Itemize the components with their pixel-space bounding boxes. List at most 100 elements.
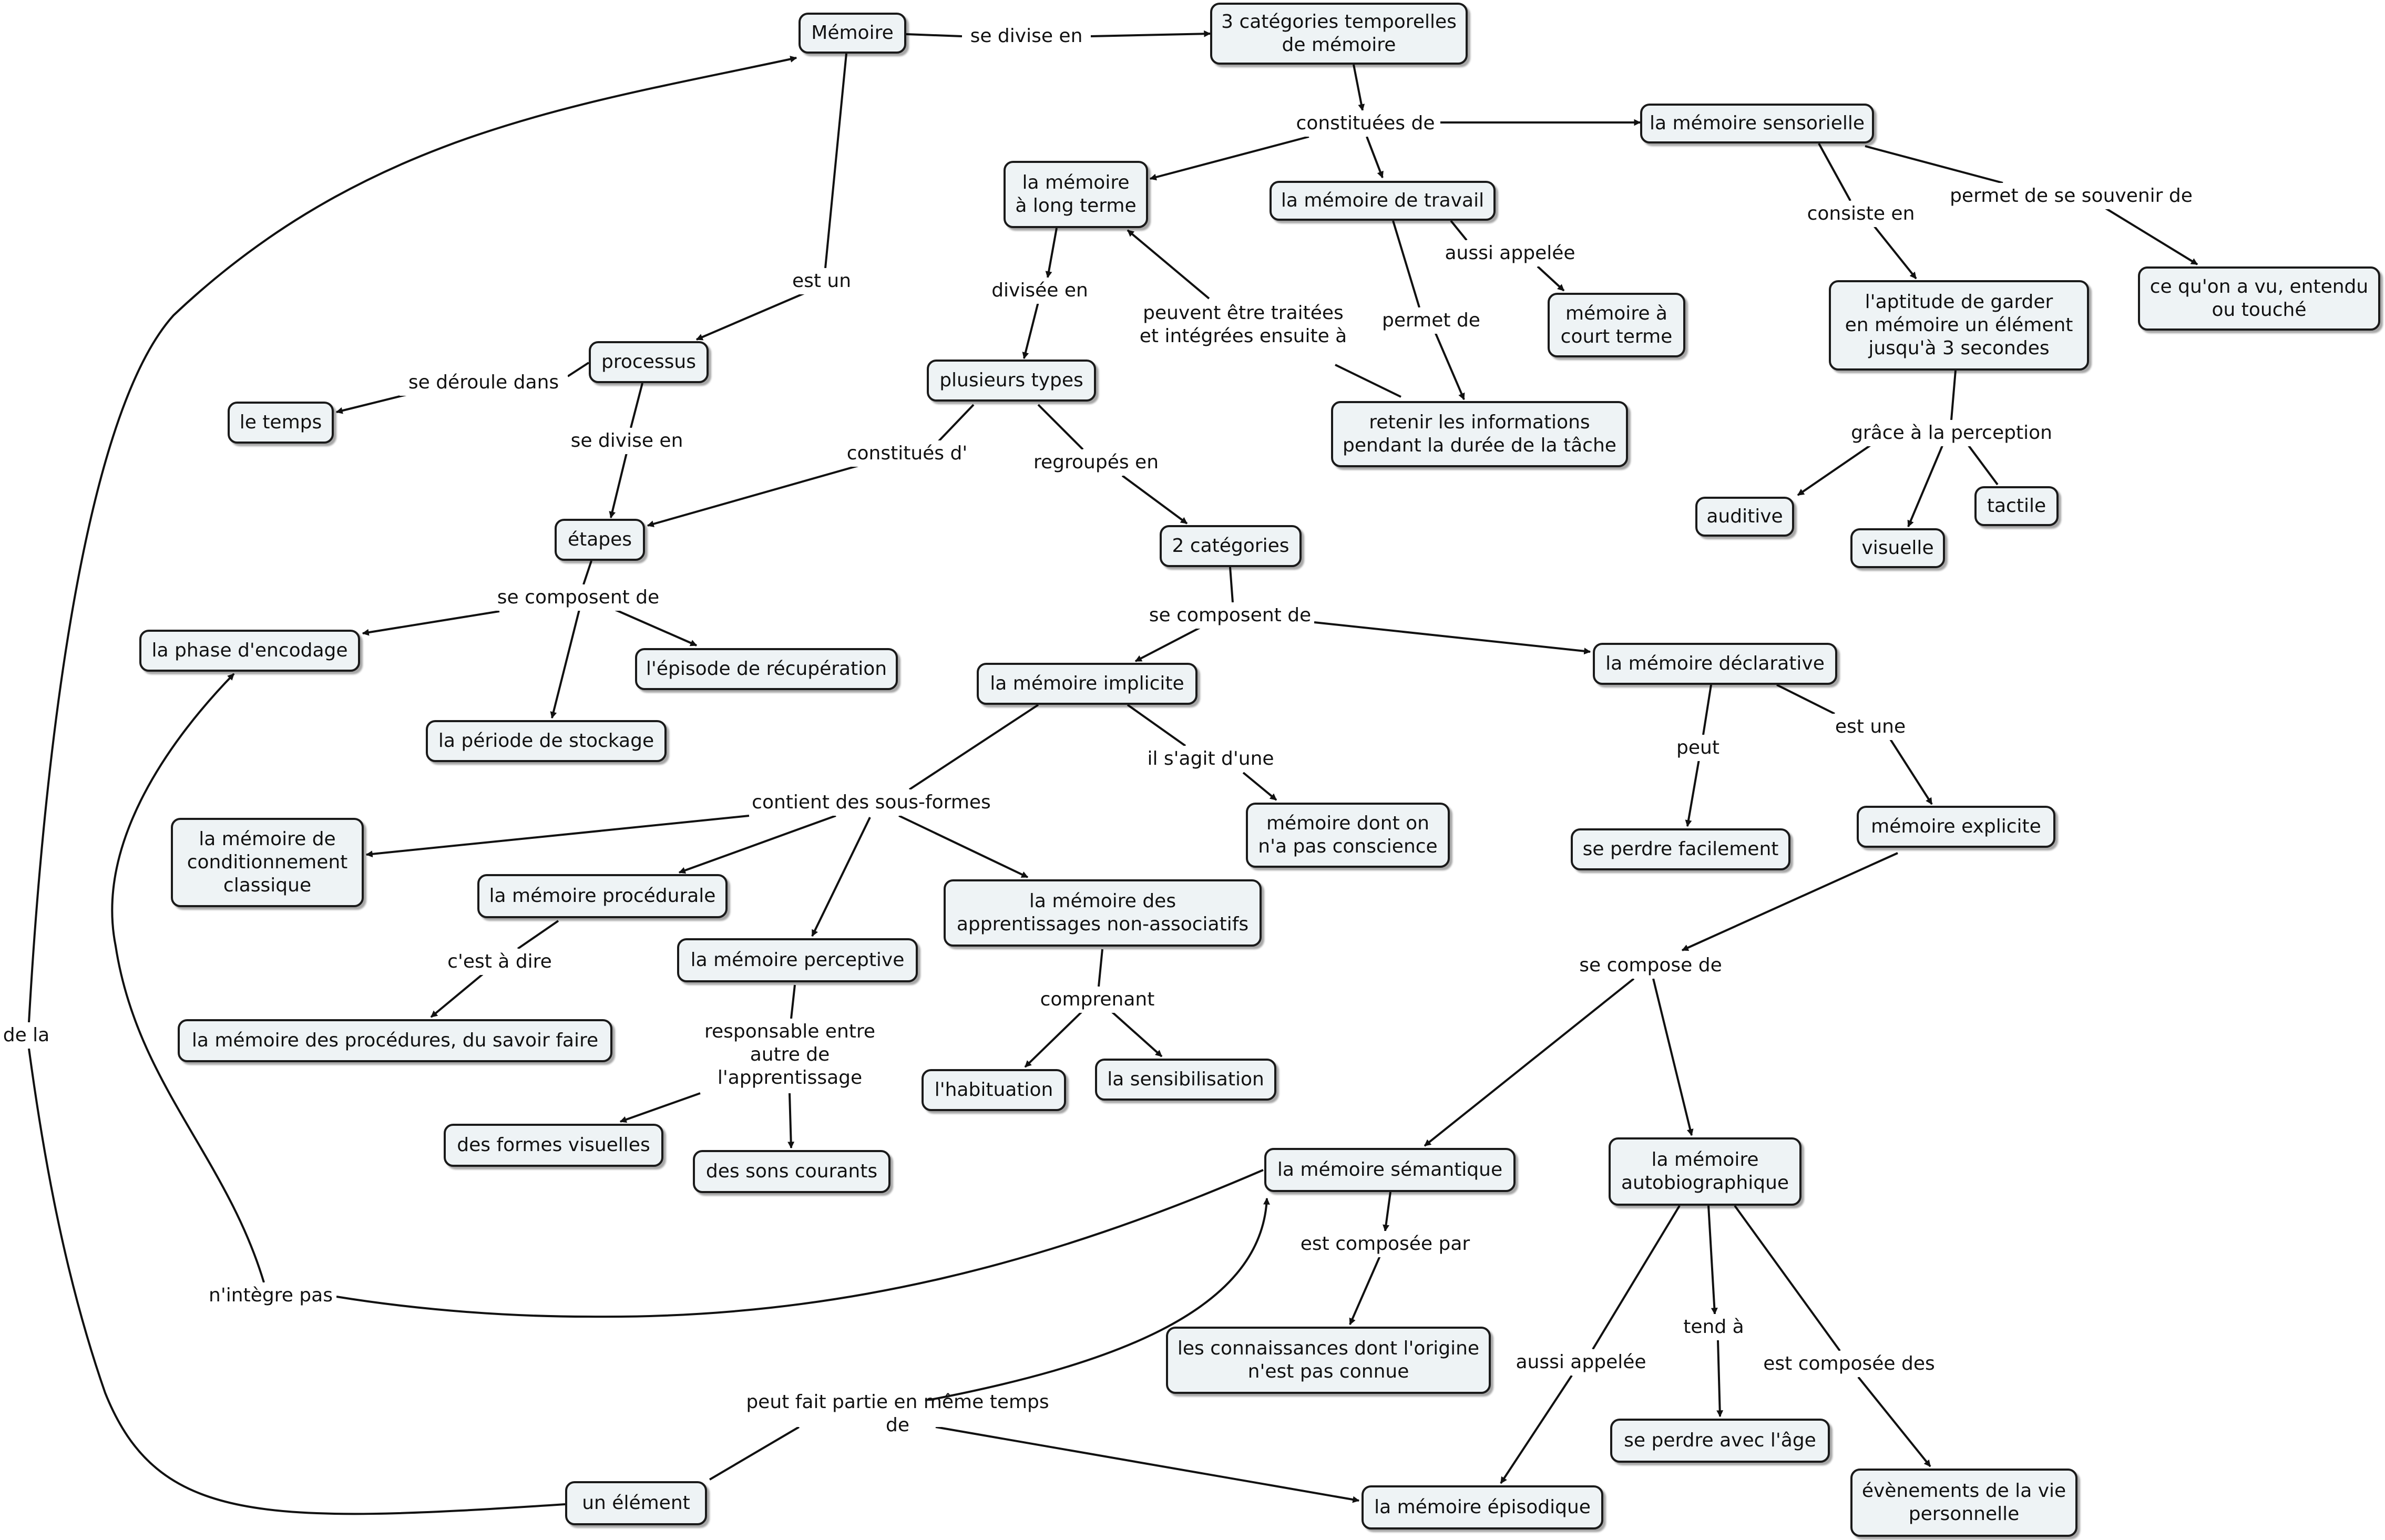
edge-declarative-to-peut bbox=[1702, 684, 1712, 735]
edge-de-la-to-memoire bbox=[28, 56, 797, 1023]
edge-deux-categories-to-se-composent-2 bbox=[1229, 567, 1234, 603]
link-permet-de-se-souvenir-de: permet de se souvenir de bbox=[1945, 183, 2197, 209]
edge-categories-to-constituees bbox=[1353, 64, 1365, 111]
concept-tactile[interactable]: tactile bbox=[1974, 486, 2059, 526]
edge-comprenant-to-habituation bbox=[1024, 1011, 1083, 1068]
link-peut-fait-partie: peut fait partie en même temps de bbox=[733, 1391, 1062, 1436]
link-permet-de: permet de bbox=[1375, 307, 1488, 334]
link-aussi-appelee-2: aussi appelée bbox=[1509, 1349, 1653, 1375]
concept-memoire[interactable]: Mémoire bbox=[799, 13, 906, 54]
concept-memoire-autobiographique[interactable]: la mémoire autobiographique bbox=[1609, 1137, 1801, 1206]
edge-responsable-to-formes bbox=[619, 1092, 701, 1123]
concept-procedures-savoir-faire[interactable]: la mémoire des procédures, du savoir fai… bbox=[178, 1019, 612, 1062]
concept-memoire-episodique[interactable]: la mémoire épisodique bbox=[1362, 1485, 1603, 1529]
edge-tend-to-se-perdre-age bbox=[1716, 1340, 1724, 1418]
concept-evenements-vie[interactable]: évènements de la vie personnelle bbox=[1850, 1469, 2077, 1537]
edge-se-composent-to-episode bbox=[615, 609, 698, 646]
concept-ce-quon-a-vu[interactable]: ce qu'on a vu, entendu ou touché bbox=[2138, 266, 2380, 331]
edge-peut-fait-to-episodique bbox=[935, 1426, 1360, 1503]
edge-implicite-to-contient bbox=[908, 704, 1039, 790]
edge-est-composee-par-to-connaissances bbox=[1349, 1256, 1381, 1326]
edge-grace-to-auditive bbox=[1797, 444, 1872, 496]
concept-memoire-implicite[interactable]: la mémoire implicite bbox=[977, 663, 1197, 705]
concept-categories-temporelles[interactable]: 3 catégories temporelles de mémoire bbox=[1210, 3, 1468, 65]
edge-peuvent-to-long-terme bbox=[1127, 229, 1210, 300]
concept-memoire-long-terme[interactable]: la mémoire à long terme bbox=[1004, 161, 1148, 228]
concept-episode-recuperation[interactable]: l'épisode de récupération bbox=[635, 648, 898, 690]
concept-conditionnement-classique[interactable]: la mémoire de conditionnement classique bbox=[171, 818, 364, 907]
edge-constituees-to-travail bbox=[1366, 136, 1384, 179]
concept-etapes[interactable]: étapes bbox=[555, 519, 645, 561]
edge-se-composent-to-periode bbox=[550, 609, 580, 719]
edge-procedurale-to-cest bbox=[517, 920, 559, 950]
concept-le-temps[interactable]: le temps bbox=[228, 402, 334, 444]
edge-autobiographique-to-est-composee-des bbox=[1734, 1205, 1841, 1352]
link-il-sagit-dune: il s'agit d'une bbox=[1140, 746, 1282, 772]
link-grace-a-la-perception: grâce à la perception bbox=[1843, 420, 2061, 446]
edge-constituees-to-long-terme bbox=[1149, 136, 1309, 181]
edge-divisee-to-plusieurs bbox=[1022, 302, 1039, 360]
edge-autobiographique-to-aussi-2 bbox=[1592, 1205, 1681, 1350]
concept-sons-courants[interactable]: des sons courants bbox=[693, 1150, 890, 1193]
concept-memoire-perceptive[interactable]: la mémoire perceptive bbox=[677, 938, 918, 982]
concept-un-element[interactable]: un élément bbox=[565, 1481, 707, 1525]
link-constitues-d: constitués d' bbox=[840, 440, 974, 467]
concept-memoire-explicite[interactable]: mémoire explicite bbox=[1857, 806, 2055, 848]
edge-contient-to-conditionnement bbox=[365, 815, 750, 858]
edge-long-terme-to-divisee bbox=[1045, 228, 1058, 279]
edge-contient-to-apprentissages bbox=[898, 815, 1029, 878]
link-nintegre-pas: n'intègre pas bbox=[205, 1282, 336, 1309]
concept-phase-encodage[interactable]: la phase d'encodage bbox=[139, 630, 360, 672]
edge-se-composent-to-phase bbox=[362, 610, 500, 636]
edge-permet-souvenir-to-ce-quon bbox=[2104, 207, 2198, 265]
edge-memoire-to-se-divise bbox=[906, 33, 963, 37]
edge-un-element-to-de-la bbox=[28, 1048, 566, 1515]
concept-formes-visuelles[interactable]: des formes visuelles bbox=[444, 1124, 663, 1167]
concept-memoire-pas-conscience[interactable]: mémoire dont on n'a pas conscience bbox=[1246, 803, 1450, 868]
concept-auditive[interactable]: auditive bbox=[1695, 497, 1794, 537]
edge-se-composent-2-to-implicite bbox=[1134, 626, 1202, 662]
concept-memoire-court-terme[interactable]: mémoire à court terme bbox=[1548, 293, 1685, 357]
concept-se-perdre-facilement[interactable]: se perdre facilement bbox=[1571, 828, 1790, 870]
concept-connaissances-origine[interactable]: les connaissances dont l'origine n'est p… bbox=[1166, 1327, 1491, 1394]
concept-sensibilisation[interactable]: la sensibilisation bbox=[1095, 1059, 1276, 1101]
edge-apprentissages-to-comprenant bbox=[1098, 949, 1103, 987]
concept-memoire-sensorielle[interactable]: la mémoire sensorielle bbox=[1640, 104, 1874, 143]
link-consiste-en: consiste en bbox=[1798, 201, 1924, 227]
concept-apprentissages-non-associatifs[interactable]: la mémoire des apprentissages non-associ… bbox=[944, 879, 1262, 947]
concept-memoire-procedurale[interactable]: la mémoire procédurale bbox=[477, 874, 728, 918]
edge-perceptive-to-responsable bbox=[790, 984, 796, 1019]
concept-deux-categories[interactable]: 2 catégories bbox=[1160, 525, 1302, 567]
edge-travail-to-permet bbox=[1392, 220, 1420, 308]
link-aussi-appelee: aussi appelée bbox=[1438, 240, 1582, 266]
link-cest-a-dire: c'est à dire bbox=[441, 949, 559, 975]
edge-plusieurs-to-regroupes bbox=[1037, 404, 1084, 450]
concept-memoire-declarative[interactable]: la mémoire déclarative bbox=[1593, 643, 1837, 685]
edge-contient-to-procedurale bbox=[678, 815, 836, 874]
link-est-composee-des: est composée des bbox=[1758, 1351, 1940, 1377]
concept-memoire-travail[interactable]: la mémoire de travail bbox=[1270, 181, 1496, 221]
edge-plusieurs-to-constitues bbox=[937, 404, 975, 443]
concept-se-perdre-avec-age[interactable]: se perdre avec l'âge bbox=[1610, 1419, 1830, 1463]
link-se-compose-de: se compose de bbox=[1572, 952, 1729, 979]
concept-aptitude-garder[interactable]: l'aptitude de garder en mémoire un éléme… bbox=[1829, 280, 2089, 371]
concept-periode-stockage[interactable]: la période de stockage bbox=[426, 720, 667, 762]
concept-habituation[interactable]: l'habituation bbox=[922, 1069, 1066, 1111]
link-se-composent-de-2: se composent de bbox=[1146, 602, 1314, 629]
concept-memoire-semantique[interactable]: la mémoire sémantique bbox=[1264, 1148, 1516, 1192]
link-se-divise-en: se divise en bbox=[962, 23, 1091, 49]
concept-retenir-informations[interactable]: retenir les informations pendant la duré… bbox=[1331, 401, 1628, 467]
link-constituees-de: constituées de bbox=[1291, 110, 1440, 137]
link-responsable-entre: responsable entre autre de l'apprentissa… bbox=[694, 1019, 886, 1091]
edge-travail-to-aussi bbox=[1450, 220, 1468, 241]
edge-implicite-to-il-sagit bbox=[1127, 704, 1186, 747]
link-peut: peut bbox=[1672, 735, 1724, 761]
concept-plusieurs-types[interactable]: plusieurs types bbox=[927, 360, 1096, 402]
edge-cest-to-procedures bbox=[430, 972, 485, 1018]
link-regroupes-en: regroupés en bbox=[1025, 449, 1167, 476]
concept-visuelle[interactable]: visuelle bbox=[1850, 528, 1945, 568]
concept-processus[interactable]: processus bbox=[589, 341, 709, 383]
link-peuvent-etre-traitees: peuvent être traitées et intégrées ensui… bbox=[1133, 301, 1354, 348]
link-se-composent-de: se composent de bbox=[494, 584, 662, 611]
edge-grace-to-tactile bbox=[1968, 445, 1999, 486]
